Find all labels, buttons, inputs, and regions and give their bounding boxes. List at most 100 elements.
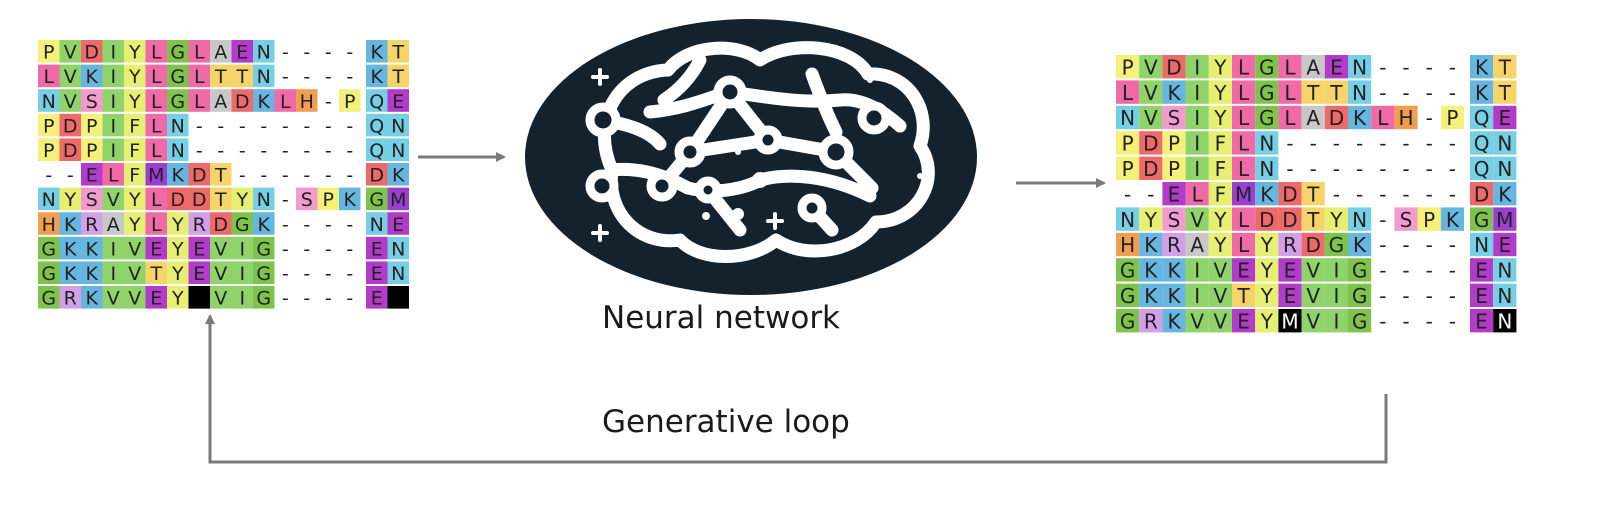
output-residue: - xyxy=(1426,233,1433,257)
input-cell xyxy=(231,261,253,284)
output-cell xyxy=(1208,156,1232,180)
input-residue: N xyxy=(391,115,405,137)
output-residue: - xyxy=(1402,182,1409,206)
output-residue: Y xyxy=(1213,208,1227,232)
input-residue: - xyxy=(346,42,353,64)
input-cell xyxy=(231,286,253,309)
input-residue: E xyxy=(371,238,383,260)
input-cell xyxy=(59,236,81,260)
input-cell xyxy=(167,286,189,309)
input-residue: I xyxy=(239,238,245,260)
output-cell xyxy=(1208,105,1232,130)
input-residue: N xyxy=(42,189,56,211)
input-residue: L xyxy=(151,42,162,64)
input-cell xyxy=(210,236,232,260)
input-residue: - xyxy=(45,165,52,187)
input-residue: E xyxy=(150,238,162,260)
output-residue: T xyxy=(1306,208,1320,232)
input-cell xyxy=(38,236,60,260)
output-residue: - xyxy=(1402,55,1409,79)
output-cell xyxy=(1348,80,1372,104)
input-residue: R xyxy=(85,214,98,236)
input-cell xyxy=(188,163,210,186)
output-residue: Y xyxy=(1213,81,1227,105)
input-cell xyxy=(38,286,60,309)
output-cell xyxy=(1139,131,1163,155)
output-residue: K xyxy=(1475,81,1489,105)
output-cell xyxy=(1139,207,1163,231)
input-cell xyxy=(167,236,189,260)
output-residue: G xyxy=(1120,309,1136,333)
input-residue: P xyxy=(344,91,355,113)
output-residue: H xyxy=(1398,106,1413,130)
output-residue: I xyxy=(1333,284,1339,308)
input-residue: - xyxy=(282,66,289,88)
output-residue: - xyxy=(1379,132,1386,156)
output-residue: P xyxy=(1423,208,1435,232)
output-residue: D xyxy=(1259,208,1274,232)
input-cell xyxy=(387,40,409,63)
input-cell xyxy=(145,236,167,260)
input-residue: D xyxy=(213,214,228,236)
output-cell xyxy=(1301,258,1325,282)
output-residue: - xyxy=(1333,182,1340,206)
input-residue: I xyxy=(110,140,116,162)
input-residue: K xyxy=(64,238,77,260)
output-residue: - xyxy=(1449,182,1456,206)
input-residue: Y xyxy=(235,189,248,211)
output-cell xyxy=(1185,131,1209,155)
input-cell xyxy=(102,40,124,63)
output-cell xyxy=(1301,80,1325,104)
output-residue: T xyxy=(1498,81,1512,105)
input-residue: V xyxy=(128,263,141,285)
input-residue: L xyxy=(194,66,205,88)
input-residue: - xyxy=(346,288,353,310)
output-cell xyxy=(1162,309,1186,333)
output-cell xyxy=(1348,55,1372,79)
input-cell xyxy=(59,212,81,235)
input-residue: H xyxy=(300,91,314,113)
input-residue: S xyxy=(86,91,98,113)
input-cell xyxy=(210,89,232,112)
input-residue: - xyxy=(239,115,246,137)
input-residue: D xyxy=(170,189,185,211)
input-cell xyxy=(81,40,103,63)
output-residue: L xyxy=(1238,233,1250,257)
input-residue: E xyxy=(371,288,383,310)
output-masked-cell xyxy=(1493,309,1517,333)
input-cell xyxy=(102,187,124,211)
output-residue: - xyxy=(1356,182,1363,206)
input-residue: - xyxy=(196,140,203,162)
input-residue: K xyxy=(86,238,99,260)
input-cell xyxy=(102,261,124,284)
input-cell xyxy=(59,113,81,137)
output-cell xyxy=(1232,283,1256,307)
output-residue: - xyxy=(1426,55,1433,79)
output-cell xyxy=(1208,283,1232,307)
output-residue: - xyxy=(1449,81,1456,105)
output-residue: E xyxy=(1237,309,1250,333)
output-residue: - xyxy=(1379,309,1386,333)
input-cell xyxy=(124,113,146,137)
input-cell xyxy=(145,89,167,112)
output-cell xyxy=(1116,207,1140,231)
input-cell xyxy=(102,138,124,161)
input-cell xyxy=(167,89,189,112)
input-residue: V xyxy=(64,42,77,64)
output-cell xyxy=(1493,182,1517,206)
input-cell xyxy=(145,212,167,235)
output-cell xyxy=(1348,309,1372,333)
output-residue: L xyxy=(1377,106,1389,130)
input-residue: K xyxy=(172,165,185,187)
output-cell xyxy=(1255,309,1279,333)
output-residue: - xyxy=(1356,132,1363,156)
input-cell xyxy=(124,163,146,186)
input-residue: D xyxy=(63,140,78,162)
input-cell xyxy=(188,212,210,235)
output-cell xyxy=(1232,232,1256,257)
input-cell xyxy=(188,64,210,88)
input-residue: K xyxy=(344,189,357,211)
input-cell xyxy=(102,89,124,112)
input-residue: - xyxy=(282,238,289,260)
input-residue: D xyxy=(192,189,207,211)
